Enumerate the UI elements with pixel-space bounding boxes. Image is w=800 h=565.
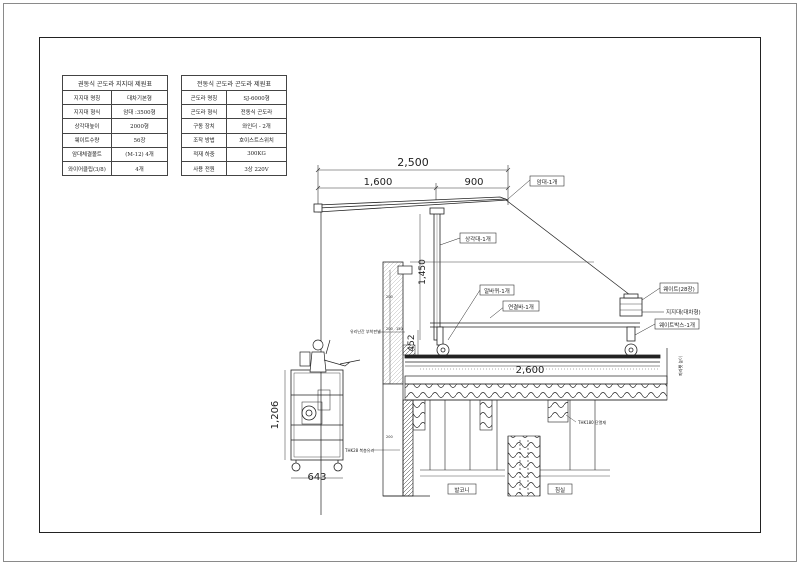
interior-section bbox=[412, 399, 610, 497]
arm-label-box bbox=[529, 175, 565, 187]
tie-label: 연결바-1개 bbox=[508, 303, 534, 311]
balcony-label-box bbox=[447, 483, 477, 495]
stay-line bbox=[505, 199, 631, 296]
table-row: 와이어클립(3/8)4개 bbox=[62, 160, 168, 177]
curb-block bbox=[402, 344, 416, 356]
parapet-note: 파라펫 높이 bbox=[677, 356, 683, 376]
room-label-box bbox=[547, 483, 573, 495]
weight-leader bbox=[641, 287, 661, 301]
inner-border bbox=[39, 37, 761, 533]
dim-left-text: 1,600 bbox=[364, 177, 393, 188]
dim-base-width-text: 2,600 bbox=[516, 365, 545, 376]
balcony-label: 발코니 bbox=[454, 486, 469, 494]
gutter-note: 유리난간 부착판넬 bbox=[350, 328, 381, 334]
tie-label-box bbox=[502, 300, 540, 312]
worker-figure bbox=[299, 339, 361, 373]
parapet-wall bbox=[382, 261, 413, 385]
wheel-label-box bbox=[479, 284, 515, 296]
weight-label-box bbox=[659, 282, 699, 294]
support-label: 지지대(대차형) bbox=[666, 308, 701, 316]
building-wall bbox=[382, 383, 430, 497]
arm-leader bbox=[507, 179, 531, 200]
tie-bar bbox=[430, 322, 640, 328]
insulation-leader bbox=[565, 414, 577, 423]
insulation-note: THK180 단열재 bbox=[577, 419, 606, 425]
dim-150: 150 bbox=[396, 327, 403, 331]
front-wheel bbox=[436, 326, 450, 357]
dim-base-height-text: 452 bbox=[407, 334, 417, 351]
arm-boom bbox=[313, 196, 509, 213]
dim-post-text: 1,450 bbox=[418, 259, 428, 285]
wheel-leader bbox=[447, 289, 481, 341]
dim-200b: 200 bbox=[386, 327, 393, 331]
weightbox-label: 웨이트박스-1개 bbox=[659, 321, 695, 329]
post-leader bbox=[439, 237, 461, 246]
arm-label: 암대-1개 bbox=[537, 178, 558, 186]
weightbox-label-box bbox=[654, 318, 700, 330]
weight-label: 웨이트(28장) bbox=[663, 285, 695, 293]
wheel-label: 알바퀴-1개 bbox=[484, 287, 510, 295]
dim-gondola-width-text: 643 bbox=[307, 472, 326, 483]
table-row: 암대체결볼트(M-12) 4개 bbox=[62, 146, 168, 162]
base-rail bbox=[404, 354, 661, 367]
weightbox-leader bbox=[634, 323, 656, 336]
dimension-total bbox=[315, 165, 511, 205]
gondola-cage bbox=[290, 369, 344, 472]
roof-slab bbox=[404, 375, 668, 401]
outer-border bbox=[3, 3, 797, 562]
dim-total-text: 2,500 bbox=[397, 156, 429, 169]
room-label: 침실 bbox=[555, 486, 565, 494]
post-label-box bbox=[459, 232, 497, 244]
duct-note: THK28 복층유리 bbox=[344, 447, 374, 453]
dim-200c: 200 bbox=[386, 435, 393, 439]
dim-right-text: 900 bbox=[464, 177, 483, 188]
counter-weight bbox=[619, 293, 643, 357]
dim-gondola-height-text: 1,206 bbox=[270, 401, 281, 430]
vertical-post bbox=[429, 207, 445, 341]
dim-200a: 200 bbox=[386, 295, 393, 299]
tie-leader bbox=[489, 305, 506, 319]
post-label: 상각대-1개 bbox=[465, 235, 491, 243]
